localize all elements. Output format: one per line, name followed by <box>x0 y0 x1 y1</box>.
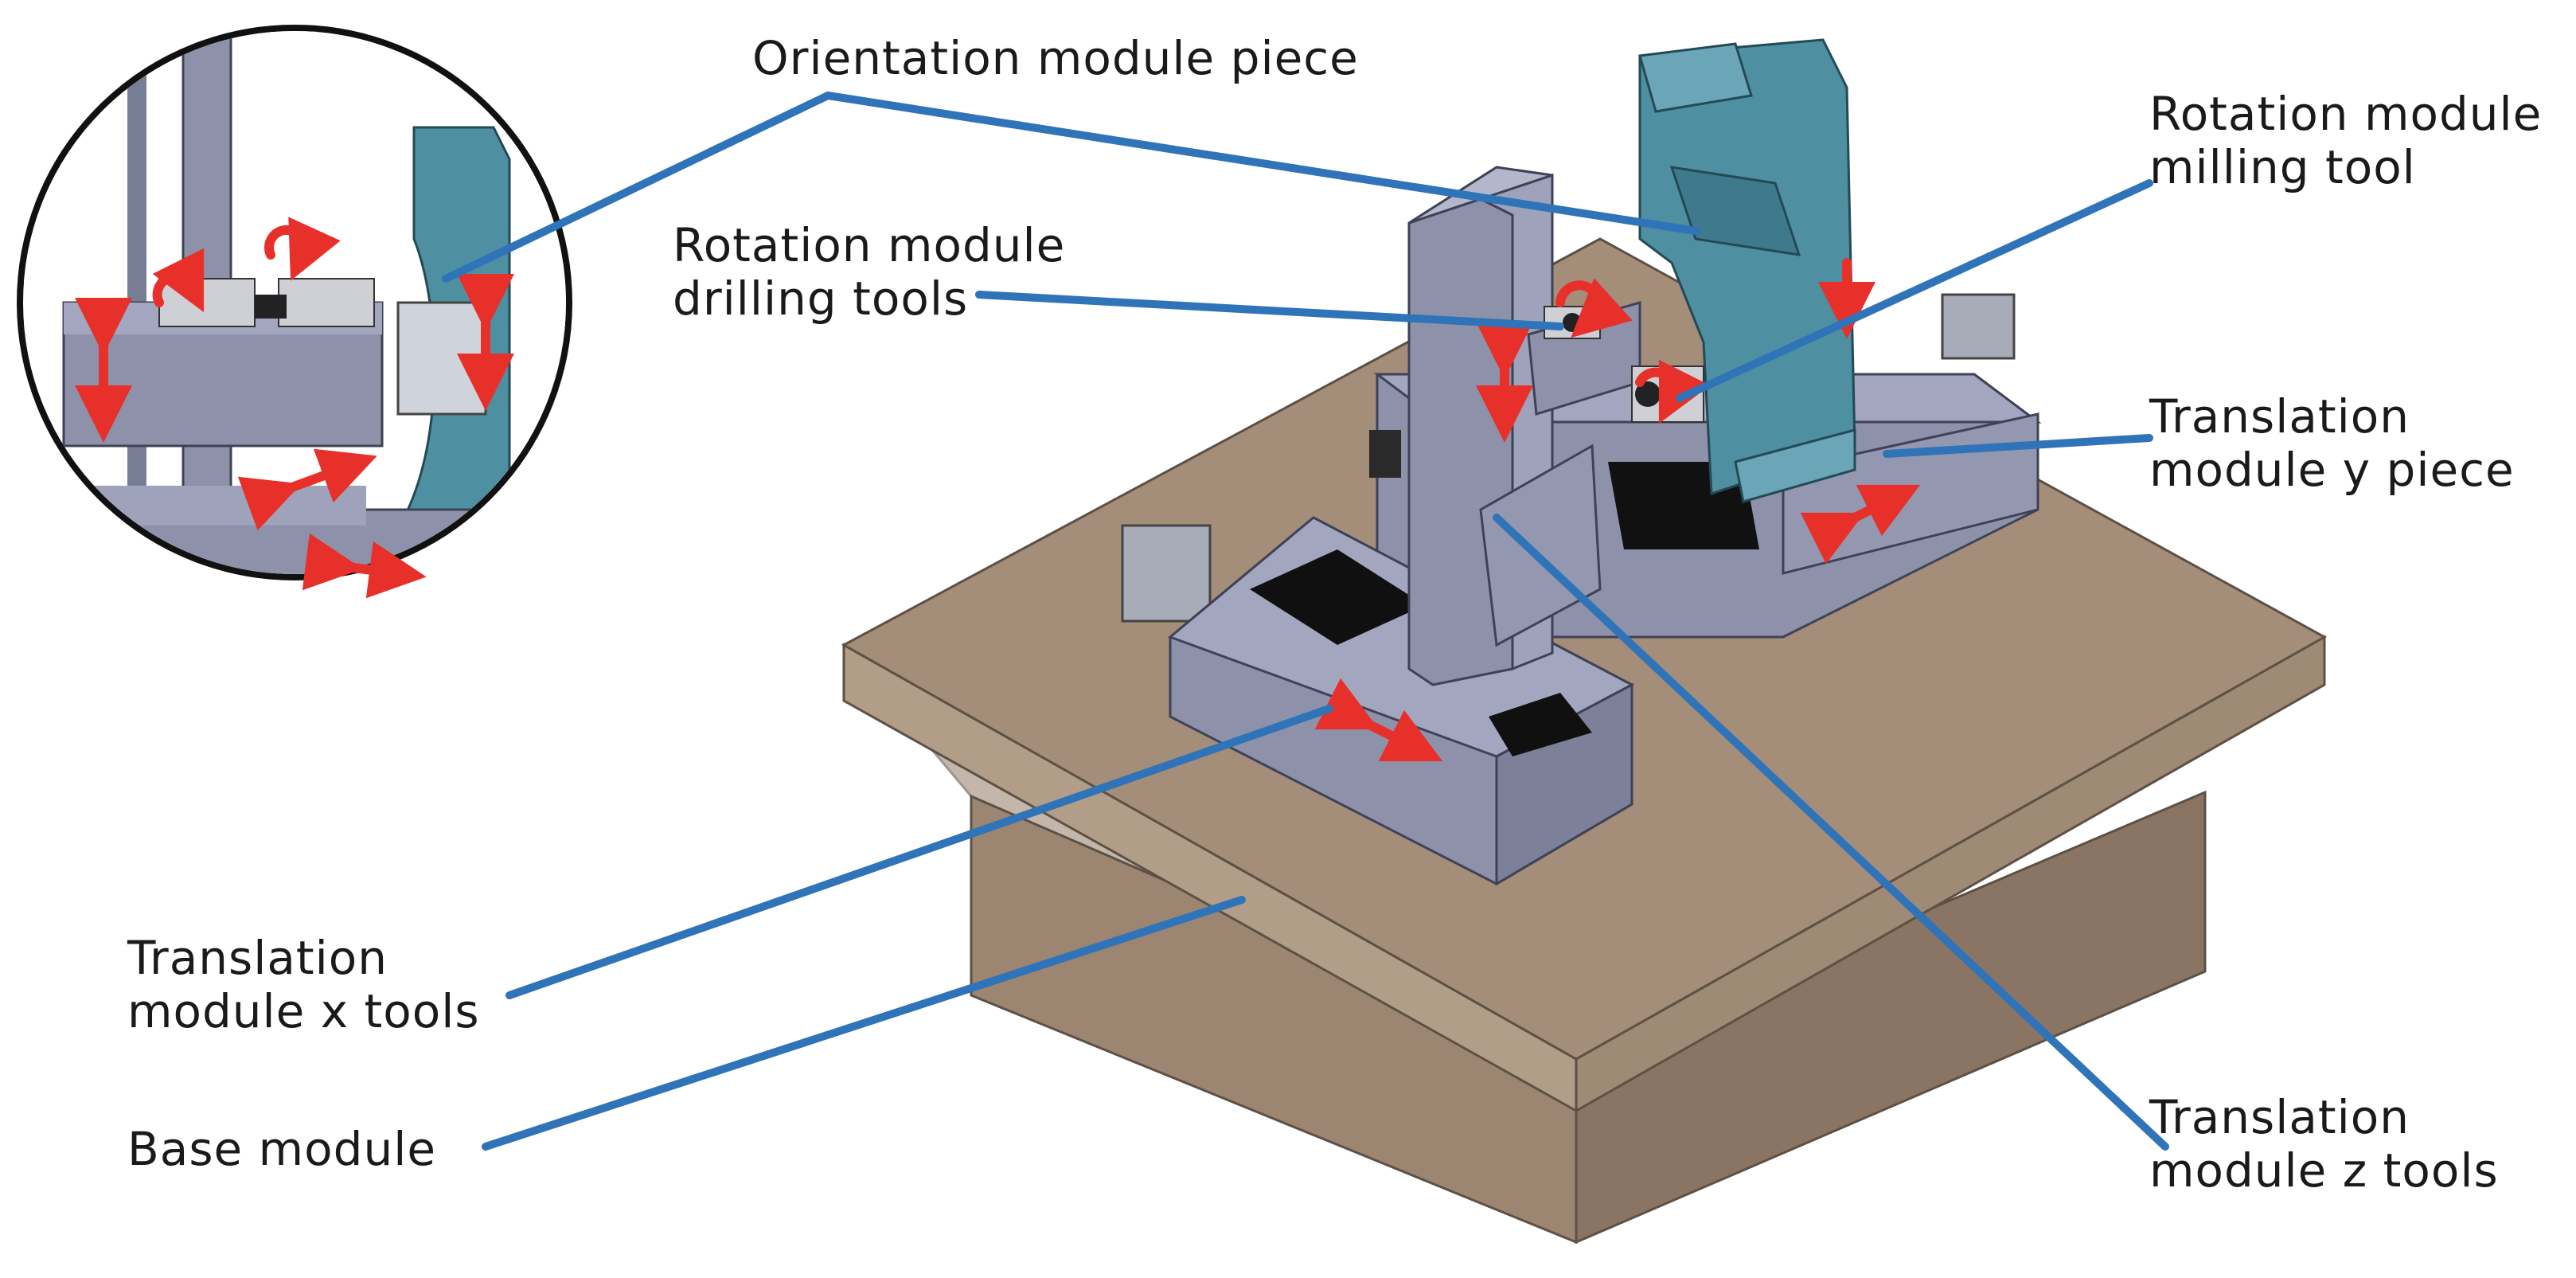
leader-base <box>482 896 1246 1151</box>
detail-inset <box>17 25 572 599</box>
leader-translation-z <box>1493 514 2169 1151</box>
label-base-module: Base module <box>127 1122 437 1176</box>
label-line: Translation <box>2149 389 2410 444</box>
label-translation-module-z-tools: Translation module z tools <box>2149 1091 2499 1197</box>
leader-orientation-main <box>824 92 1700 235</box>
leader-orientation-inset <box>442 92 832 283</box>
label-line: Translation <box>2149 1090 2410 1144</box>
label-translation-module-x-tools: Translation module x tools <box>127 932 480 1038</box>
label-line: drilling tools <box>673 271 969 326</box>
leader-translation-y <box>1883 434 2153 458</box>
leader-translation-x <box>505 705 1333 999</box>
translation-x-carriage <box>1121 516 1635 886</box>
label-line: module y piece <box>2149 442 2515 497</box>
leader-drilling <box>975 291 1564 330</box>
label-line: module z tools <box>2149 1143 2499 1198</box>
label-line: Translation <box>127 931 388 985</box>
leader-lines <box>442 92 2169 1151</box>
label-translation-module-y-piece: Translation module y piece <box>2149 390 2515 496</box>
label-orientation-module-piece: Orientation module piece <box>752 31 1359 85</box>
orientation-module <box>1638 38 1856 503</box>
label-rotation-module-milling-tool: Rotation module milling tool <box>2149 88 2542 193</box>
label-line: module x tools <box>127 983 480 1038</box>
label-line: Rotation module <box>673 218 1066 272</box>
label-line: milling tool <box>2149 139 2416 194</box>
label-rotation-module-drilling-tools: Rotation module drilling tools <box>673 219 1065 325</box>
motion-arrows <box>1314 258 1921 762</box>
label-line: Rotation module <box>2149 87 2543 141</box>
leader-milling <box>1676 179 2153 402</box>
